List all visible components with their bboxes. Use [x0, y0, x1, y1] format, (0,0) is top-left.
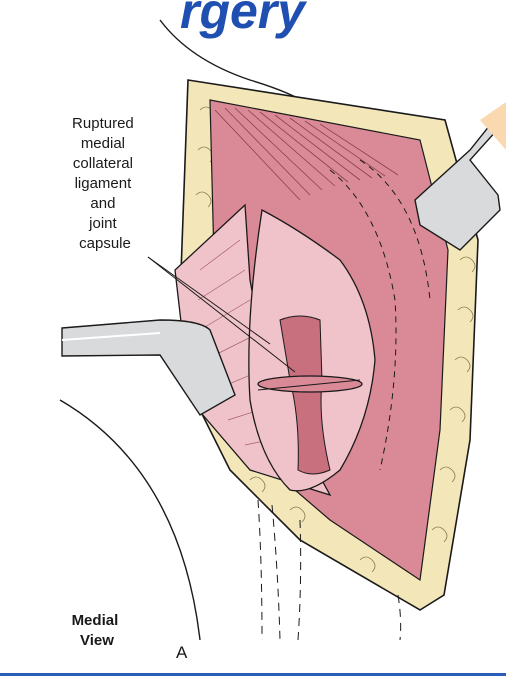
label-leader-lines: [147, 256, 296, 373]
panel-letter: A: [176, 643, 188, 662]
muscle-fibers: [214, 107, 399, 201]
ruptured-medial-collateral-ligament: [279, 315, 331, 475]
label-line-7: capsule: [79, 235, 131, 252]
skin-corner: [480, 102, 506, 150]
ligament-tear-opening: [257, 375, 363, 393]
left-retractor-highlight: [61, 332, 161, 341]
dashed-contour-lateral: [359, 159, 431, 301]
label-line-6: joint: [88, 215, 117, 232]
view-label-line-2: View: [80, 632, 114, 649]
leg-contour-left: [59, 399, 201, 641]
view-label-line-1: Medial: [72, 612, 119, 629]
dashed-bone-contours: [257, 499, 402, 641]
right-retractor: [414, 103, 506, 251]
tear-edge: [257, 379, 361, 391]
label-line-1: Ruptured: [72, 115, 134, 132]
label-line-5: and: [90, 195, 115, 212]
label-line-2: medial: [81, 135, 125, 152]
title-fragment: rgery: [180, 0, 307, 39]
label-line-4: ligament: [75, 175, 133, 192]
left-retractor: [61, 319, 236, 416]
dashed-contour-medial: [329, 169, 397, 471]
label-line-3: collateral: [73, 155, 133, 172]
ruptured-ligament-label: Ruptured medial collateral ligament and …: [72, 115, 138, 252]
view-label: Medial View: [72, 612, 123, 649]
bottom-rule: [0, 673, 506, 676]
